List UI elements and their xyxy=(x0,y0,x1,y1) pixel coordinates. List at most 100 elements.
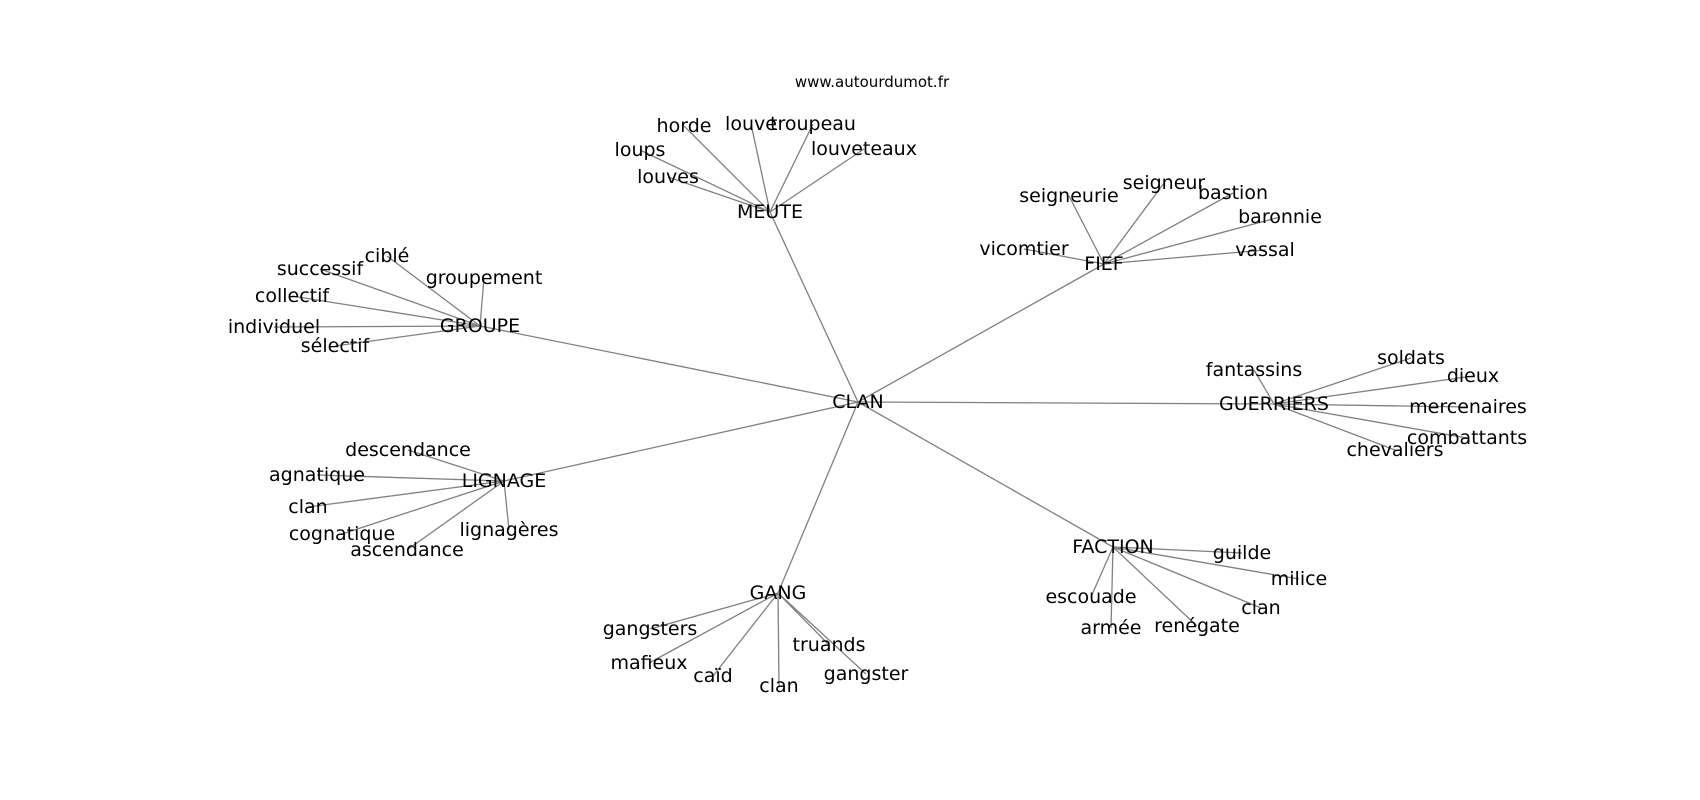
root-node-label: CLAN xyxy=(832,391,884,413)
word-node-label: clan xyxy=(759,675,798,697)
edge-guerriers-4 xyxy=(1273,403,1468,439)
edge-groupe-0 xyxy=(386,255,481,327)
edge-faction-1 xyxy=(1112,546,1300,580)
word-node-label: agnatique xyxy=(269,464,365,486)
edge-fief-5 xyxy=(1103,249,1266,265)
word-node-label: soldats xyxy=(1377,347,1445,369)
edge-faction-2 xyxy=(1090,546,1114,598)
word-node-label: renégate xyxy=(1154,615,1240,637)
edge-groupe-4 xyxy=(273,325,481,328)
edge-faction-3 xyxy=(1112,546,1262,609)
word-node-label: vassal xyxy=(1235,239,1295,261)
edge-fief-0 xyxy=(1068,195,1105,265)
edge-root-guerriers xyxy=(857,401,1275,405)
source-site-label: www.autourdumot.fr xyxy=(795,73,950,91)
word-node-label: mafieux xyxy=(610,652,687,674)
edge-faction-4 xyxy=(1110,546,1114,629)
word-node-label: chevaliers xyxy=(1346,439,1443,461)
edge-meute-4 xyxy=(769,148,865,213)
word-node-label: louves xyxy=(637,166,699,188)
group-node-fief: FIEF xyxy=(1084,253,1123,275)
word-node-label: vicomtier xyxy=(979,238,1069,260)
word-node-label: baronnie xyxy=(1238,206,1322,228)
edge-fief-3 xyxy=(1103,216,1281,265)
word-node-label: descendance xyxy=(345,439,471,461)
edge-root-lignage xyxy=(503,401,859,482)
edge-groupe-2 xyxy=(479,277,485,327)
edge-root-fief xyxy=(857,263,1105,403)
edge-faction-5 xyxy=(1112,546,1198,627)
word-node-label: louveteaux xyxy=(811,138,917,160)
word-node-label: clan xyxy=(288,496,327,518)
edge-guerriers-3 xyxy=(1273,403,1469,408)
word-node-label: milice xyxy=(1271,568,1327,590)
word-node-label: caïd xyxy=(693,665,732,687)
edge-guerriers-2 xyxy=(1273,375,1474,405)
edge-fief-4 xyxy=(1023,248,1105,265)
edge-gang-0 xyxy=(649,592,779,630)
word-node-label: collectif xyxy=(255,285,330,307)
word-node-label: dieux xyxy=(1447,365,1499,387)
word-node-label: troupeau xyxy=(770,113,856,135)
edge-gang-5 xyxy=(777,592,780,687)
edge-meute-0 xyxy=(683,125,771,213)
edge-root-groupe xyxy=(479,325,859,403)
word-node-label: cognatique xyxy=(289,523,395,545)
edge-lignage-3 xyxy=(341,480,505,535)
word-node-label: truands xyxy=(793,634,866,656)
word-node-label: louve xyxy=(725,113,777,135)
edge-lignage-4 xyxy=(406,480,505,551)
word-node-label: mercenaires xyxy=(1409,396,1527,418)
edge-lignage-2 xyxy=(307,480,505,508)
word-node-label: ciblé xyxy=(365,245,410,267)
edge-meute-1 xyxy=(750,123,771,213)
word-node-label: fantassins xyxy=(1206,359,1302,381)
edge-lignage-0 xyxy=(407,449,505,482)
word-node-label: successif xyxy=(277,258,365,280)
edge-guerriers-0 xyxy=(1253,369,1275,405)
edge-meute-5 xyxy=(667,176,771,213)
word-node-label: loups xyxy=(615,139,666,161)
edge-gang-4 xyxy=(712,592,779,677)
word-node-label: seigneurie xyxy=(1019,185,1118,207)
edge-lignage-1 xyxy=(316,474,505,482)
word-node-label: ascendance xyxy=(350,539,464,561)
edge-root-faction xyxy=(857,401,1114,548)
word-node-label: gangster xyxy=(824,663,909,685)
word-node-label: sélectif xyxy=(301,335,371,357)
edge-root-meute xyxy=(769,211,859,403)
group-node-meute: MEUTE xyxy=(737,201,803,223)
edge-lignage-5 xyxy=(503,480,510,531)
edge-guerriers-1 xyxy=(1273,357,1412,405)
edge-faction-0 xyxy=(1112,546,1243,554)
group-node-gang: GANG xyxy=(750,582,807,604)
edge-guerriers-5 xyxy=(1273,403,1396,451)
edge-fief-1 xyxy=(1103,182,1165,265)
group-node-guerriers: GUERRIERS xyxy=(1219,393,1329,415)
word-node-label: seigneur xyxy=(1123,172,1206,194)
edge-gang-3 xyxy=(777,592,867,675)
word-node-label: bastion xyxy=(1198,182,1268,204)
word-node-label: groupement xyxy=(426,267,543,289)
edge-groupe-3 xyxy=(291,295,481,327)
group-node-groupe: GROUPE xyxy=(440,315,520,337)
word-node-label: clan xyxy=(1241,597,1280,619)
edge-gang-2 xyxy=(648,592,779,664)
word-node-label: horde xyxy=(657,115,712,137)
group-node-faction: FACTION xyxy=(1072,536,1154,558)
edge-groupe-5 xyxy=(334,325,481,347)
edge-meute-2 xyxy=(769,123,814,213)
edge-groupe-1 xyxy=(319,268,481,327)
edge-root-gang xyxy=(777,401,859,594)
edge-fief-2 xyxy=(1103,192,1234,265)
word-node-label: guilde xyxy=(1213,542,1271,564)
word-node-label: lignagères xyxy=(459,519,558,541)
edges xyxy=(273,123,1474,687)
word-node-label: combattants xyxy=(1407,427,1527,449)
edge-meute-3 xyxy=(639,149,771,213)
word-node-label: gangsters xyxy=(603,618,698,640)
word-node-label: individuel xyxy=(228,316,320,338)
word-node-label: escouade xyxy=(1045,586,1136,608)
